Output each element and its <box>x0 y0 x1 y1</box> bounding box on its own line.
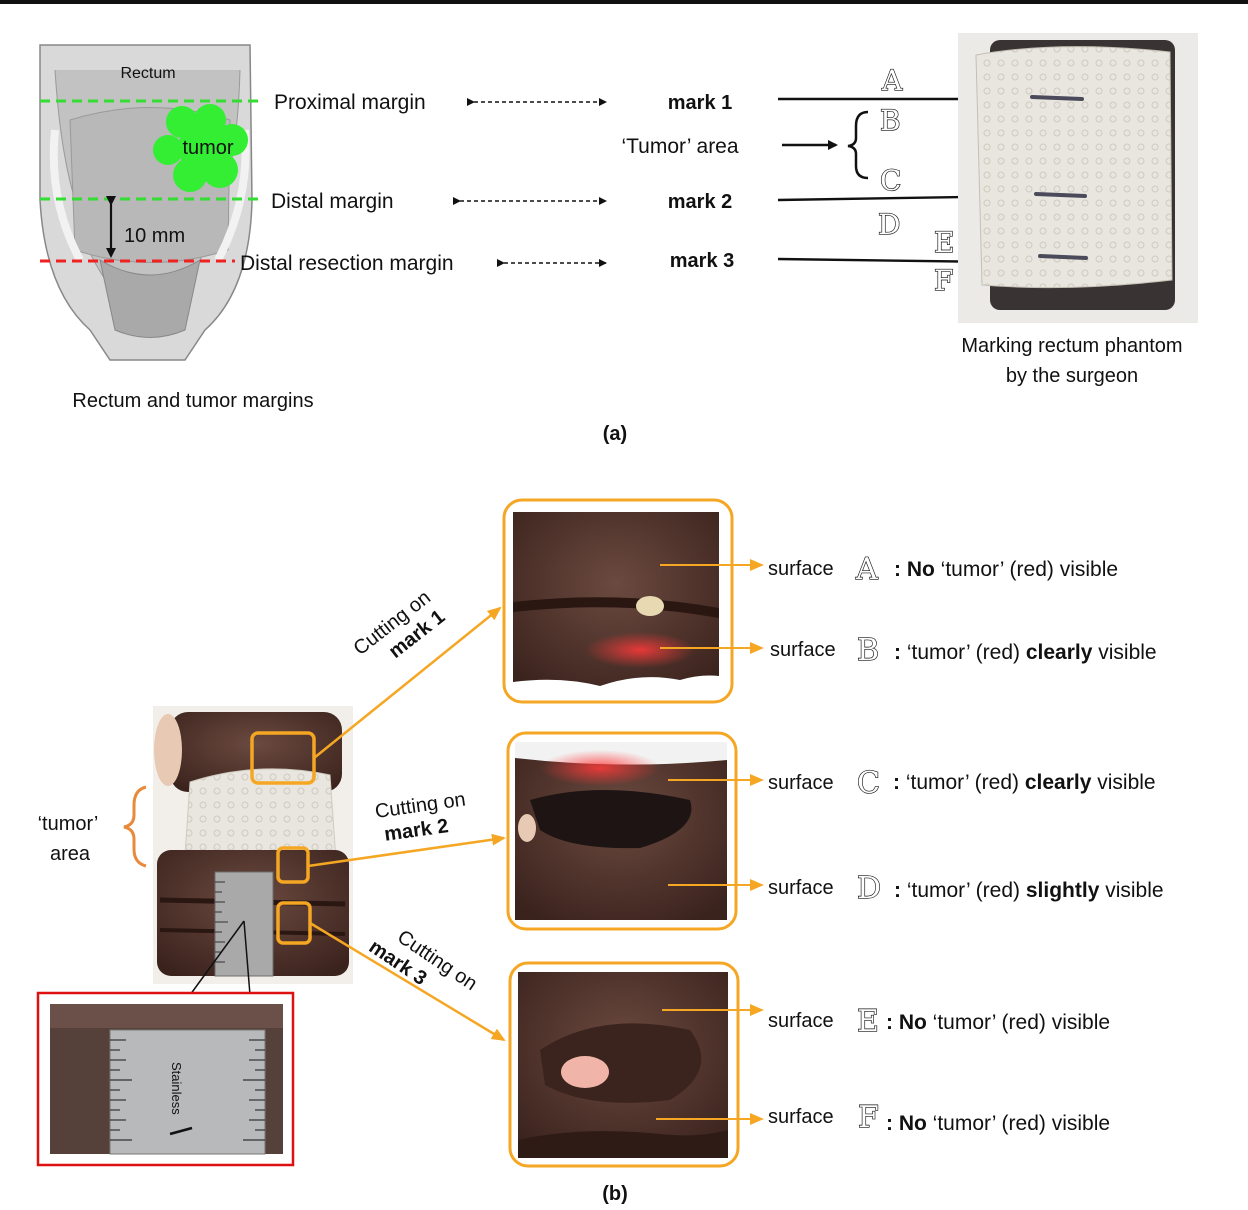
phantom-caption-line2: by the surgeon <box>1006 365 1138 387</box>
surface-D-letter: D <box>857 871 881 906</box>
letter-A: A <box>881 64 903 97</box>
distance-label: 10 mm <box>124 225 185 247</box>
panel-a-caption: (a) <box>603 423 627 445</box>
panel-b-caption: (b) <box>602 1183 628 1205</box>
rectum-phantom-photo <box>958 33 1198 323</box>
phantom-caption-line1: Marking rectum phantom <box>961 335 1182 357</box>
letter-D: D <box>878 208 900 241</box>
svg-text:: No ‘tumor’ (red) visible: : No ‘tumor’ (red) visible <box>886 1112 1110 1135</box>
surface-B-letter: B <box>857 633 879 668</box>
svg-text:: No ‘tumor’ (red) visible: : No ‘tumor’ (red) visible <box>894 558 1118 581</box>
mark3-label: mark 3 <box>670 250 735 272</box>
surface-E-label: surface E : No ‘tumor’ (red) visible <box>768 1003 1110 1039</box>
cut1-photo <box>513 512 719 692</box>
svg-text:surface: surface <box>768 772 834 794</box>
tumor-area-b-line2: area <box>50 843 91 865</box>
rectum-label: Rectum <box>120 65 175 82</box>
cut2-line1: Cutting on <box>374 788 467 822</box>
tumor-area-b-line1: ‘tumor’ <box>38 813 99 835</box>
svg-text:surface: surface <box>768 558 834 580</box>
rectum-anatomy-illustration <box>39 44 253 361</box>
top-border <box>0 0 1248 4</box>
cut2-photo <box>515 742 727 920</box>
tumor-label: tumor <box>182 137 233 159</box>
surface-A-letter: A <box>855 552 878 587</box>
svg-text:: ‘tumor’ (red) slightly visib: : ‘tumor’ (red) slightly visible <box>894 879 1164 902</box>
mark1-label: mark 1 <box>668 92 733 114</box>
tumor-area-brace <box>847 110 869 180</box>
surface-F-label: surface F : No ‘tumor’ (red) visible <box>768 1099 1110 1135</box>
inset-connector-left <box>189 920 245 996</box>
letter-B: B <box>880 104 901 137</box>
surface-E-letter: E <box>857 1004 879 1039</box>
svg-text:surface: surface <box>770 639 836 661</box>
cut3-photo <box>518 972 728 1158</box>
inset-connector-right <box>243 920 251 996</box>
ruler-text: Stainless <box>169 1062 184 1115</box>
svg-text:: No ‘tumor’ (red) visible: : No ‘tumor’ (red) visible <box>886 1011 1110 1034</box>
surface-C-label: surface C : ‘tumor’ (red) clearly visibl… <box>768 765 1156 801</box>
svg-text:surface: surface <box>768 877 834 899</box>
surface-A-label: surface A : No ‘tumor’ (red) visible <box>768 551 1118 587</box>
surface-D-label: surface D : ‘tumor’ (red) slightly visib… <box>768 870 1164 906</box>
cut2-arrow <box>307 833 506 868</box>
anatomy-caption: Rectum and tumor margins <box>72 390 313 412</box>
surface-C-letter: C <box>857 766 880 801</box>
distal-resection-margin-label: Distal resection margin <box>240 252 454 275</box>
cut1-arrow <box>313 606 502 759</box>
letter-E: E <box>934 226 954 259</box>
svg-text:: ‘tumor’ (red) clearly visibl: : ‘tumor’ (red) clearly visible <box>894 641 1157 664</box>
ruler-inset-photo <box>36 991 295 1167</box>
surface-F-letter: F <box>858 1100 879 1135</box>
mark2-label: mark 2 <box>668 191 733 213</box>
svg-text:: ‘tumor’ (red) clearly visib: : ‘tumor’ (red) clearly visible <box>893 771 1156 794</box>
letter-F: F <box>934 264 953 297</box>
proximal-margin-label: Proximal margin <box>274 91 426 114</box>
tumor-area-label: ‘Tumor’ area <box>621 135 738 158</box>
letter-C: C <box>880 164 901 197</box>
tumor-blob <box>153 104 248 192</box>
svg-text:surface: surface <box>768 1010 834 1032</box>
surface-B-label: surface B : ‘tumor’ (red) clearly visibl… <box>770 632 1157 668</box>
tumor-area-brace-b <box>123 785 147 868</box>
distal-margin-label: Distal margin <box>271 190 394 213</box>
cut3-arrow <box>309 921 506 1042</box>
svg-text:surface: surface <box>768 1106 834 1128</box>
